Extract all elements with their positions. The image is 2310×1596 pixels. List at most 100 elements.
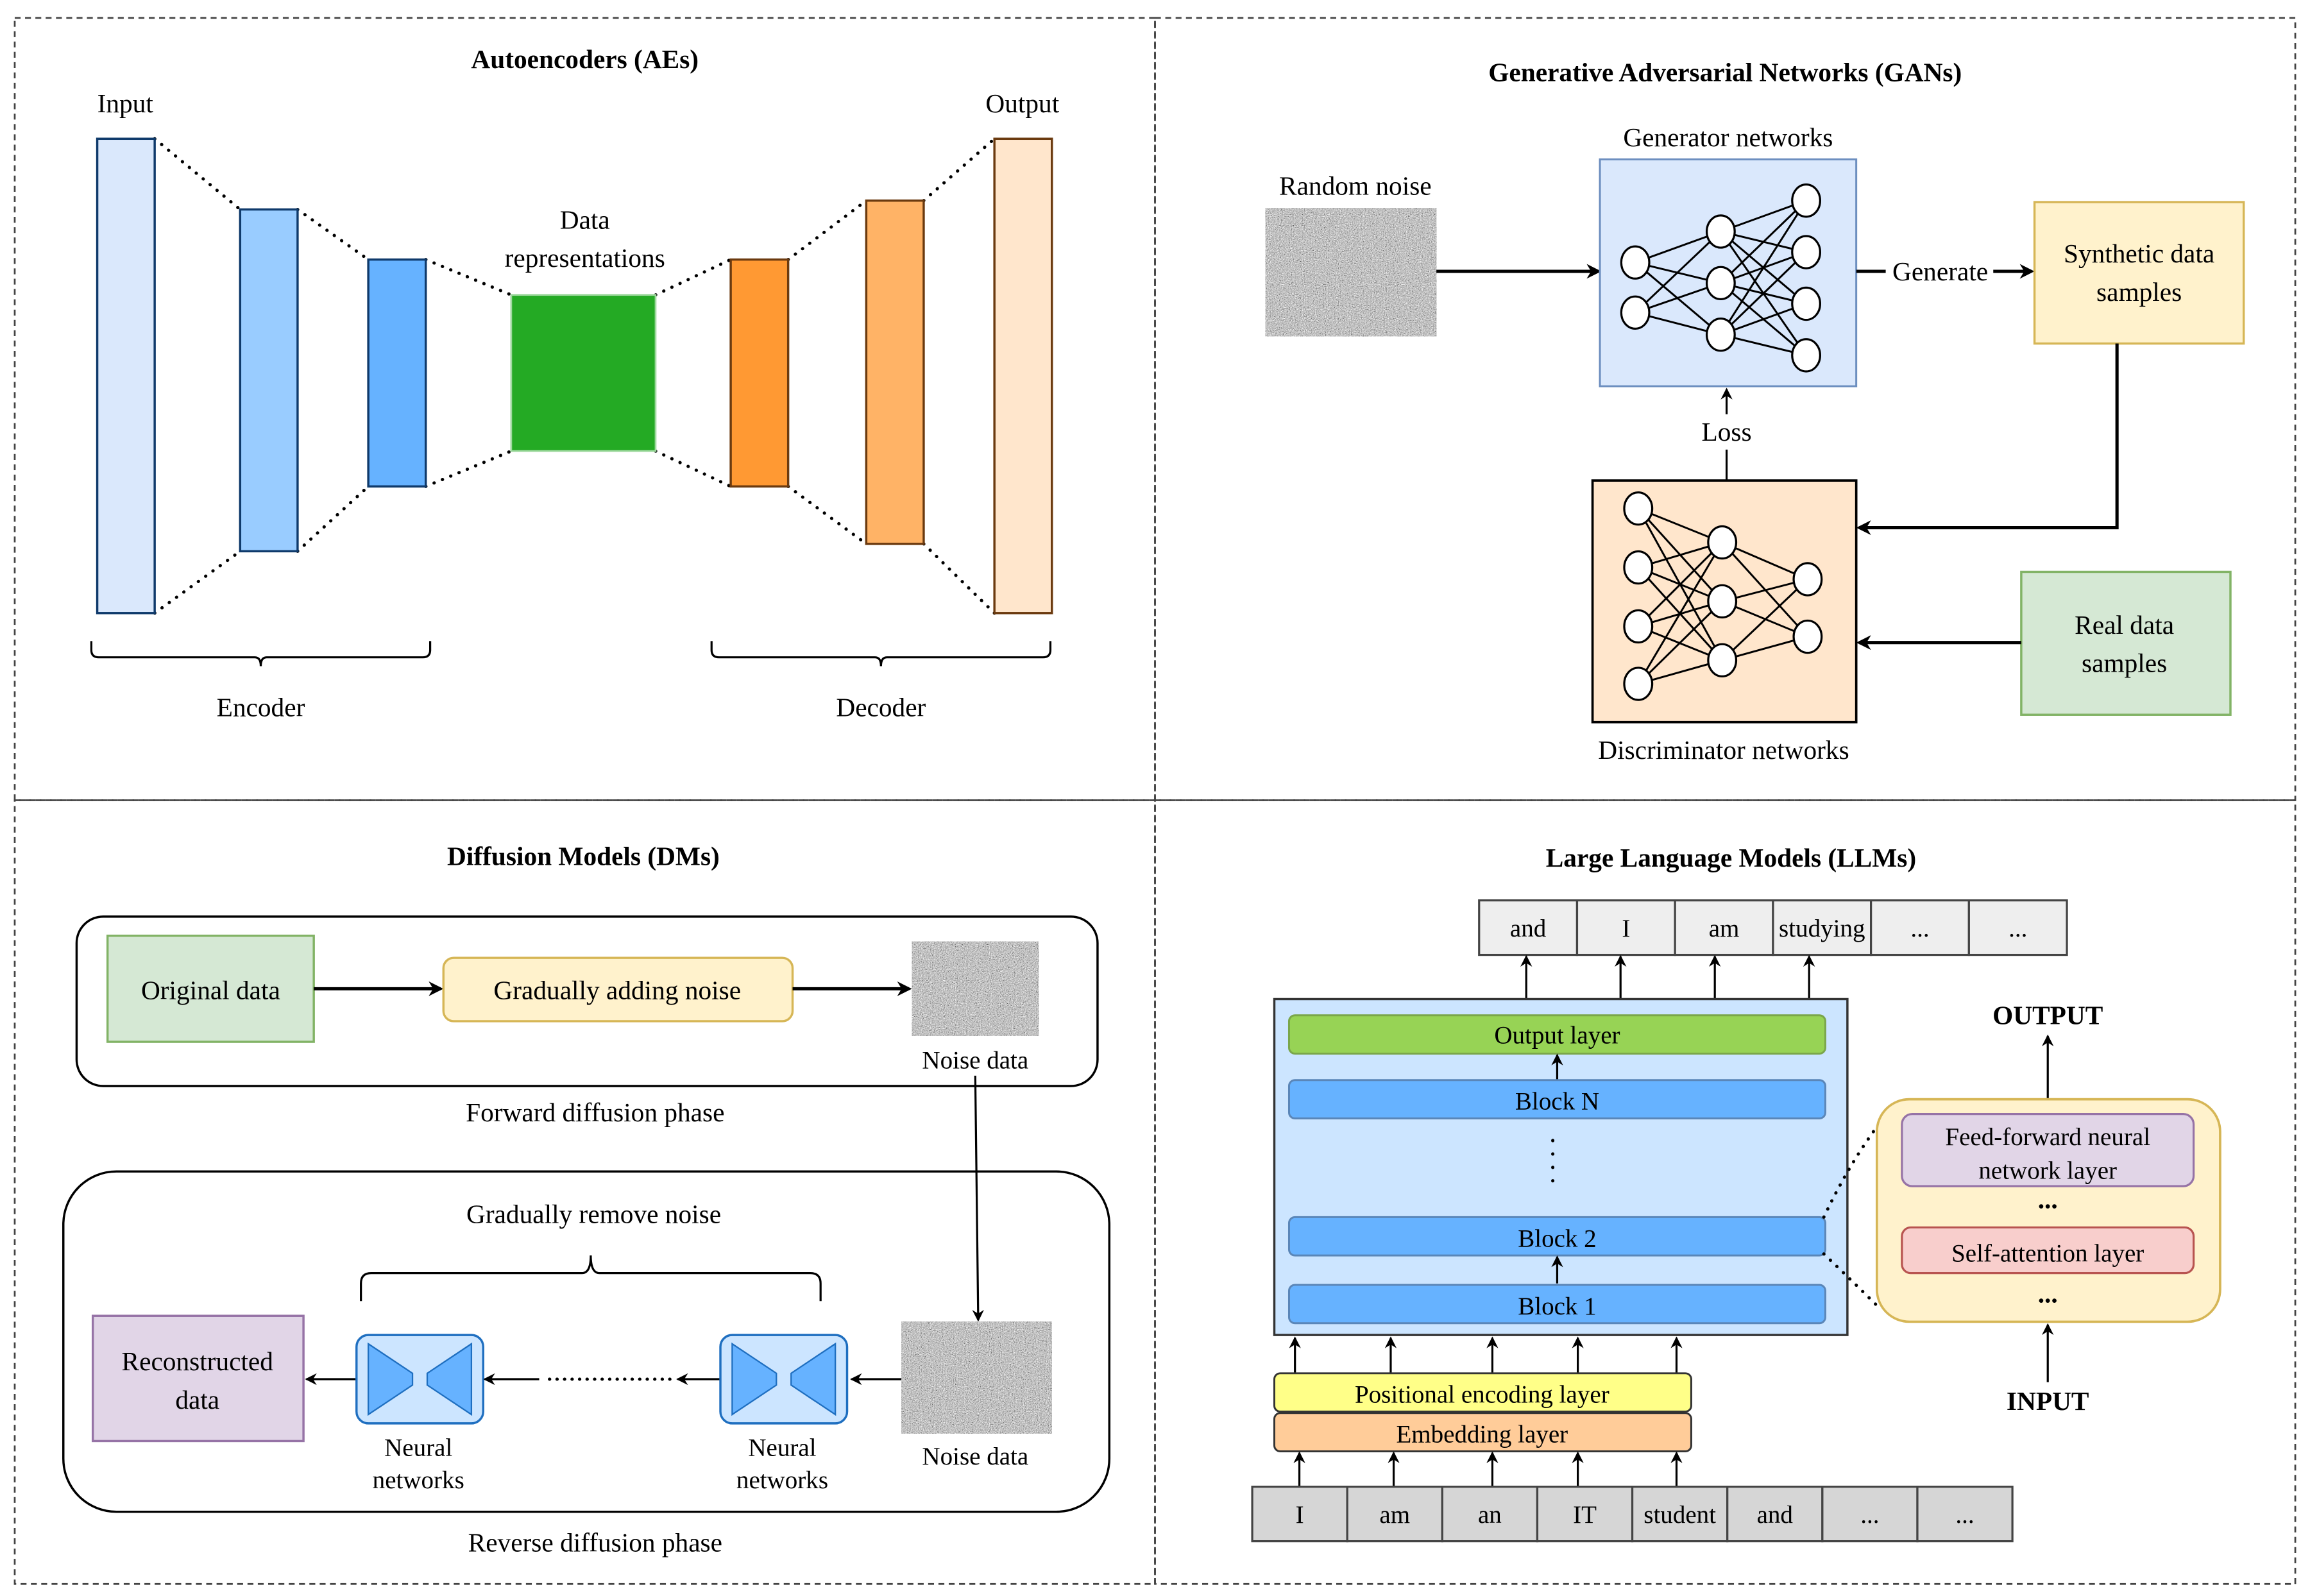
ae-encoder-layer-3 (367, 258, 427, 488)
llm-detail-ellipsis-1: ... (2038, 1185, 2058, 1214)
llm-block-n (1287, 1079, 1826, 1119)
ae-encoder-label: Encoder (217, 693, 305, 722)
dm-noise-image-reverse (901, 1321, 1052, 1434)
gans-panel: Generative Adversarial Networks (GANs) R… (1265, 58, 2245, 765)
llm-zoom-connector-bottom (1822, 1252, 1881, 1311)
ae-encoder-layer-2 (239, 208, 299, 553)
llm-ffn-label-1: Feed-forward neural (1945, 1123, 2150, 1151)
decoder-brace (710, 641, 1052, 666)
llm-self-attention-layer (1901, 1226, 2195, 1275)
network-node (1791, 183, 1822, 218)
llm-self-attention-label: Self-attention layer (1951, 1239, 2144, 1267)
network-node (1707, 584, 1738, 619)
synthetic-to-discriminator-arrow (1856, 343, 2119, 536)
ae-input-label: Input (98, 89, 154, 118)
dm-reverse-phase-label: Reverse diffusion phase (468, 1528, 722, 1558)
output-token-text: studying (1779, 915, 1865, 942)
dm-noise-data-label: Noise data (922, 1046, 1028, 1074)
input-token-text: am (1379, 1501, 1410, 1529)
llm-output-caption: OUTPUT (1992, 1001, 2103, 1030)
network-node (1705, 214, 1736, 249)
generator-network-graph (1620, 183, 1822, 373)
network-node (1791, 286, 1822, 321)
input-token-text: ... (1860, 1501, 1879, 1529)
decoder-triangle (790, 1342, 837, 1416)
network-node (1620, 245, 1651, 280)
network-node (1707, 643, 1738, 677)
dm-reconstructed-box (91, 1314, 305, 1443)
input-token-cell: and (1726, 1486, 1824, 1543)
gan-random-noise-image (1265, 208, 1437, 337)
input-token-text: and (1757, 1501, 1794, 1529)
gan-real-label-1: Real data (2075, 610, 2174, 640)
input-token-text: ... (1955, 1501, 1974, 1529)
network-edge (1637, 600, 1723, 685)
gan-discriminator-label: Discriminator networks (1598, 735, 1849, 765)
gan-synthetic-label-2: samples (2096, 277, 2182, 307)
network-node (1623, 609, 1654, 644)
network-node (1705, 318, 1736, 352)
input-token-text: IT (1573, 1501, 1597, 1529)
dm-neural-label-2a: Neural (748, 1434, 816, 1461)
llm-input-caption: INPUT (2007, 1386, 2089, 1416)
input-token-cell: ... (1916, 1486, 2014, 1543)
input-token-cell: am (1346, 1486, 1443, 1543)
input-token-box (1821, 1486, 1919, 1543)
llm-block-1-label: Block 1 (1518, 1293, 1597, 1320)
network-node (1623, 666, 1654, 701)
output-token-cell: ... (1967, 899, 2068, 956)
encoder-brace (90, 641, 432, 666)
remove-noise-brace (360, 1255, 822, 1302)
output-token-text: am (1709, 915, 1740, 942)
autoencoders-panel: Autoencoders (AEs) Input Output Data rep… (90, 44, 1060, 722)
ae-output-label: Output (985, 89, 1059, 118)
gan-generator-label: Generator networks (1623, 123, 1833, 152)
network-node (1705, 266, 1736, 301)
llm-embedding-label: Embedding layer (1396, 1421, 1568, 1448)
output-token-cell: am (1674, 899, 1774, 956)
output-token-box (1967, 899, 2068, 956)
llm-block-2 (1287, 1216, 1826, 1257)
gan-real-label-2: samples (2082, 649, 2167, 678)
dm-neural-label-2b: networks (736, 1466, 828, 1494)
forward-to-reverse-arrow (972, 1075, 984, 1322)
output-token-cell: I (1575, 899, 1676, 956)
llm-embedding-layer (1273, 1412, 1692, 1453)
frame-autoencoders (13, 17, 1156, 801)
input-token-box (1441, 1486, 1539, 1543)
gan-title: Generative Adversarial Networks (GANs) (1488, 58, 1962, 88)
network-edge (1722, 541, 1808, 581)
gan-random-noise-label: Random noise (1279, 171, 1432, 201)
input-token-text: I (1296, 1501, 1304, 1529)
discriminator-network-graph (1623, 491, 1823, 701)
dm-neural-network-icon-2 (719, 1334, 849, 1425)
output-token-cell: studying (1772, 899, 1873, 956)
dm-neural-label-1a: Neural (384, 1434, 452, 1461)
ae-connectors (153, 137, 996, 615)
llm-encoding-to-stack-arrows (1289, 1336, 1683, 1373)
llm-ffn-label-2: network layer (1978, 1157, 2117, 1185)
ae-title: Autoencoders (AEs) (471, 44, 699, 74)
ae-output-layer (993, 137, 1053, 615)
input-token-box (1346, 1486, 1443, 1543)
input-token-cell: IT (1536, 1486, 1634, 1543)
network-edge (1635, 230, 1722, 314)
ae-decoder-layer-2 (865, 200, 925, 545)
forward-phase-container (75, 915, 1099, 1087)
dm-reconstructed-label-2: data (175, 1385, 219, 1414)
input-token-cell: I (1251, 1486, 1348, 1543)
output-token-text: and (1510, 915, 1547, 942)
network-node (1792, 562, 1823, 597)
ae-latent-representation (510, 294, 657, 452)
llm-zoom-connector-top (1822, 1121, 1881, 1219)
frame-llms (1154, 799, 2297, 1585)
dm-title: Diffusion Models (DMs) (447, 841, 720, 871)
reverse-phase-container (62, 1170, 1111, 1513)
gan-synthetic-box (2033, 201, 2245, 345)
network-edge (1720, 251, 1807, 335)
llm-detail-ellipsis-2: ... (2038, 1279, 2058, 1309)
output-token-cell: ... (1870, 899, 1970, 956)
input-token-cell: an (1441, 1486, 1539, 1543)
